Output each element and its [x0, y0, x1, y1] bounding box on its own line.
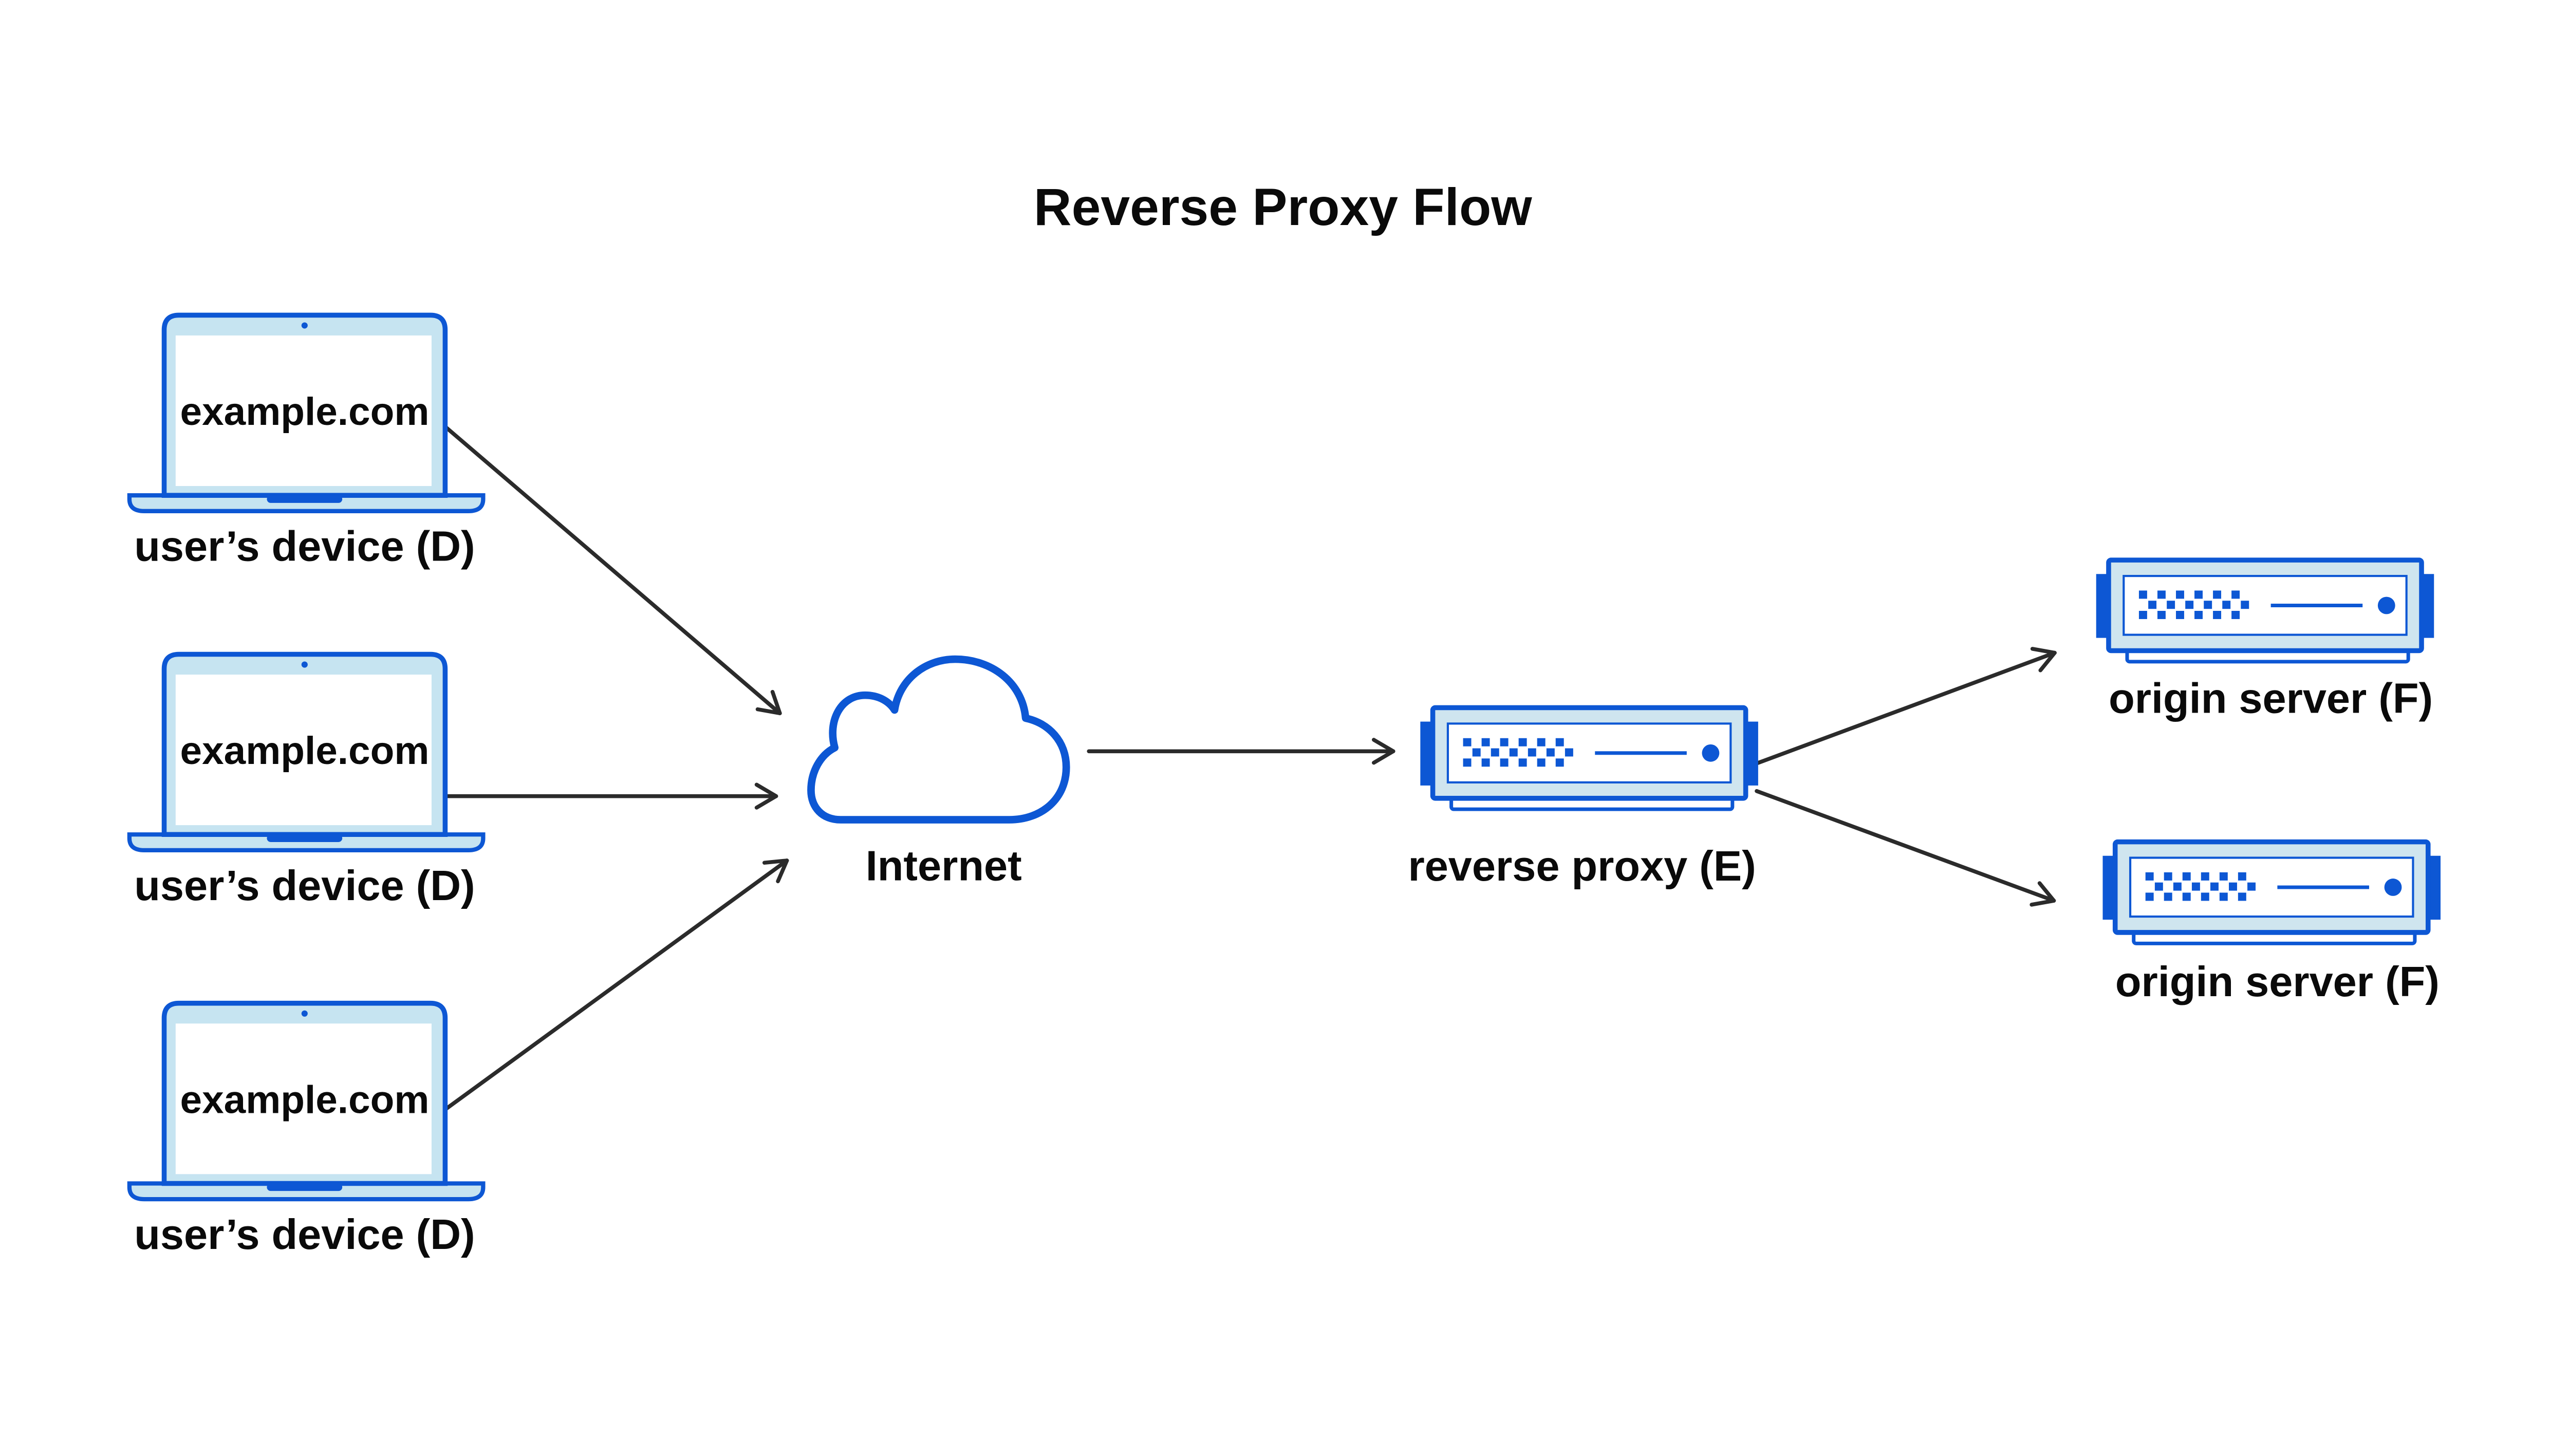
node-origin-server-2: origin server (F) — [2102, 842, 2441, 1005]
page-title: Reverse Proxy Flow — [1034, 178, 1532, 236]
arrow-device1-to-internet — [439, 421, 782, 716]
node-user-device-2: example.com user’s device (D) — [129, 655, 483, 909]
device-screen-text: example.com — [180, 729, 430, 773]
origin-server-label: origin server (F) — [2115, 958, 2440, 1005]
device-screen-text: example.com — [180, 1078, 430, 1122]
reverse-proxy-icon — [1420, 707, 1758, 809]
node-reverse-proxy: reverse proxy (E) — [1408, 707, 1758, 890]
origin-server-icon — [2102, 842, 2441, 944]
origin-server-label: origin server (F) — [2109, 674, 2433, 722]
arrow-proxy-to-origin1 — [1755, 647, 2057, 766]
device-screen-text: example.com — [180, 390, 430, 434]
reverse-proxy-label: reverse proxy (E) — [1408, 842, 1756, 890]
arrow-proxy-to-origin2 — [1755, 789, 2056, 907]
device-label: user’s device (D) — [134, 522, 475, 570]
device-label: user’s device (D) — [134, 862, 475, 909]
arrow-device3-to-internet — [439, 858, 789, 1115]
device-label: user’s device (D) — [134, 1210, 475, 1258]
flow-arrows — [439, 421, 2057, 1115]
cloud-icon — [807, 655, 1070, 824]
origin-server-icon — [2096, 560, 2434, 662]
node-internet: Internet — [807, 655, 1070, 890]
node-user-device-3: example.com user’s device (D) — [129, 1003, 483, 1258]
internet-label: Internet — [866, 842, 1022, 890]
node-user-device-1: example.com user’s device (D) — [129, 315, 483, 570]
node-origin-server-1: origin server (F) — [2096, 560, 2434, 722]
